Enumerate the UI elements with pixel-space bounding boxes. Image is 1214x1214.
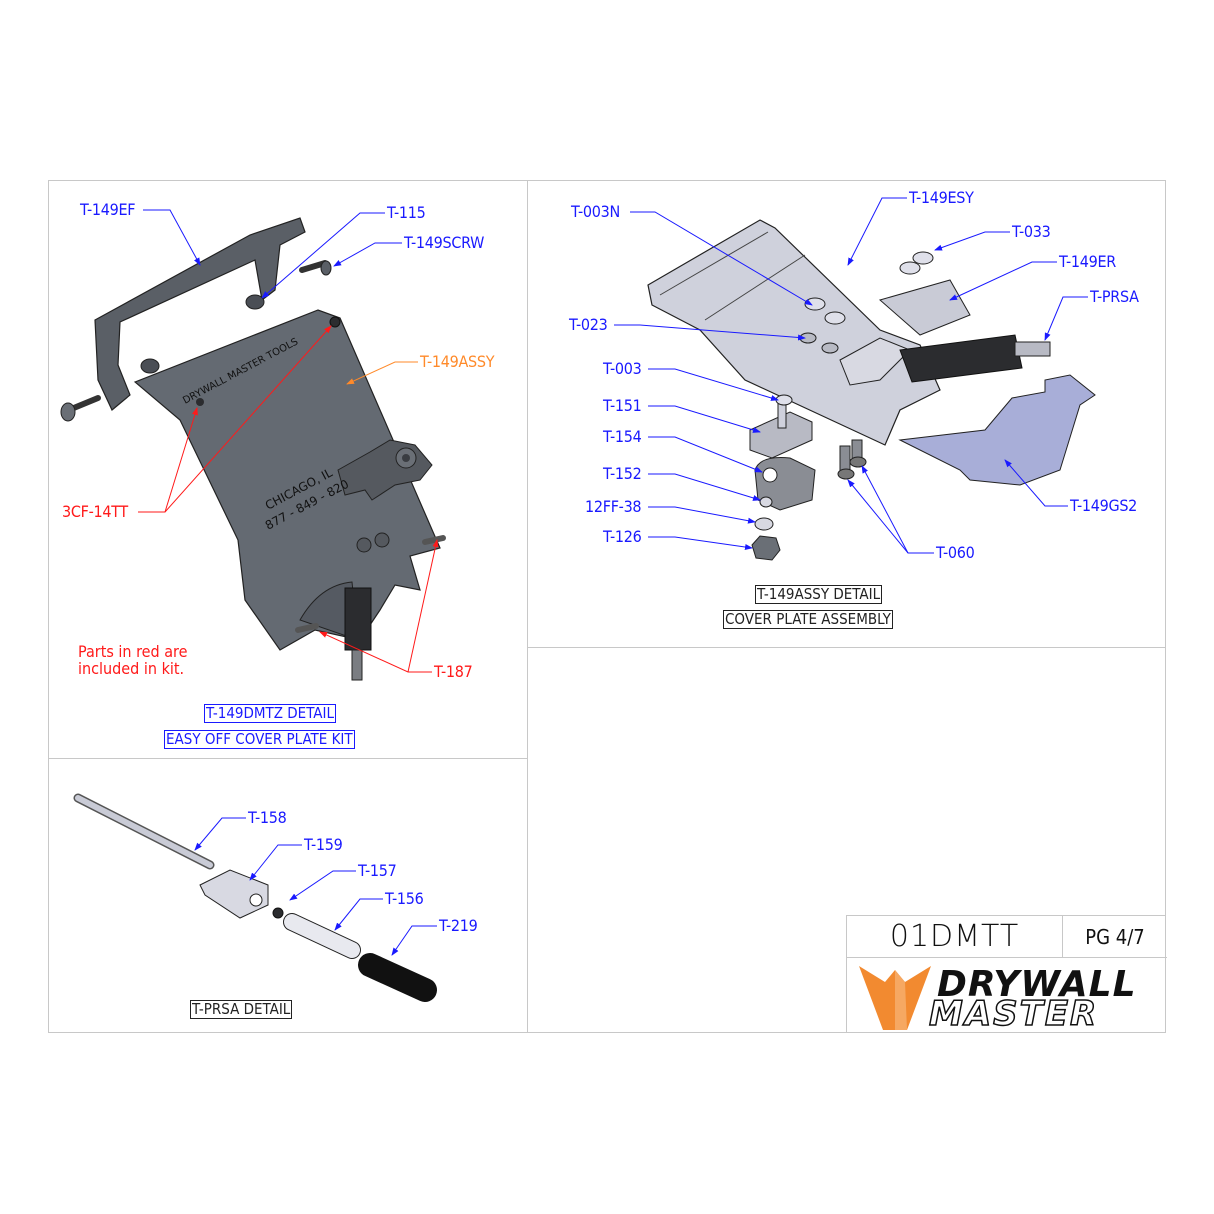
callout-t-115: T-115 xyxy=(387,203,426,222)
callout-t-033: T-033 xyxy=(1012,222,1051,241)
callout-t-126: T-126 xyxy=(603,527,642,546)
callout-t-157: T-157 xyxy=(358,861,397,880)
assembly-subtitle: COVER PLATE ASSEMBLY xyxy=(723,610,893,629)
callout-t-187: T-187 xyxy=(434,662,473,681)
callout-t-149ef: T-149EF xyxy=(80,200,136,219)
logo-text-drywall: DRYWALL xyxy=(937,964,1137,1005)
callout-t-154: T-154 xyxy=(603,427,642,446)
logo-v-icon xyxy=(859,966,931,1030)
callout-t-219: T-219 xyxy=(439,916,478,935)
callout-t-prsa: T-PRSA xyxy=(1090,287,1139,306)
drywall-master-logo: DRYWALL MASTER xyxy=(847,958,1167,1035)
callout-t-023: T-023 xyxy=(569,315,608,334)
prsa-title: T-PRSA DETAIL xyxy=(190,1000,293,1019)
divider-left-horizontal xyxy=(48,758,528,759)
callout-t-149gs2: T-149GS2 xyxy=(1070,496,1138,515)
kit-title: T-149DMTZ DETAIL xyxy=(204,704,337,723)
callout-t-156: T-156 xyxy=(385,889,424,908)
callout-3cf-14tt: 3CF-14TT xyxy=(62,502,128,521)
divider-vertical xyxy=(527,180,528,1033)
callout-t-003: T-003 xyxy=(603,359,642,378)
drawing-sheet xyxy=(48,180,1166,1033)
kit-note: Parts in red are included in kit. xyxy=(78,642,188,678)
callout-t-159: T-159 xyxy=(304,835,343,854)
callout-t-151: T-151 xyxy=(603,396,642,415)
callout-t-003n: T-003N xyxy=(571,202,620,221)
callout-t-152: T-152 xyxy=(603,464,642,483)
callout-t-149scrw: T-149SCRW xyxy=(404,233,485,252)
assembly-title: T-149ASSY DETAIL xyxy=(755,585,883,604)
title-block: 01DMTT PG 4/7 DRYWALL MASTER xyxy=(846,915,1167,1035)
callout-t-149assy: T-149ASSY xyxy=(420,352,495,371)
logo-text-master: MASTER xyxy=(928,993,1099,1035)
kit-subtitle: EASY OFF COVER PLATE KIT xyxy=(164,730,355,749)
document-code: 01DMTT xyxy=(847,916,1063,958)
callout-12ff-38: 12FF-38 xyxy=(585,497,642,516)
page-number: PG 4/7 xyxy=(1063,916,1167,958)
callout-t-149er: T-149ER xyxy=(1059,252,1116,271)
callout-t-060: T-060 xyxy=(936,543,975,562)
callout-t-158: T-158 xyxy=(248,808,287,827)
divider-right-horizontal xyxy=(528,647,1166,648)
callout-t-149esy: T-149ESY xyxy=(909,188,974,207)
